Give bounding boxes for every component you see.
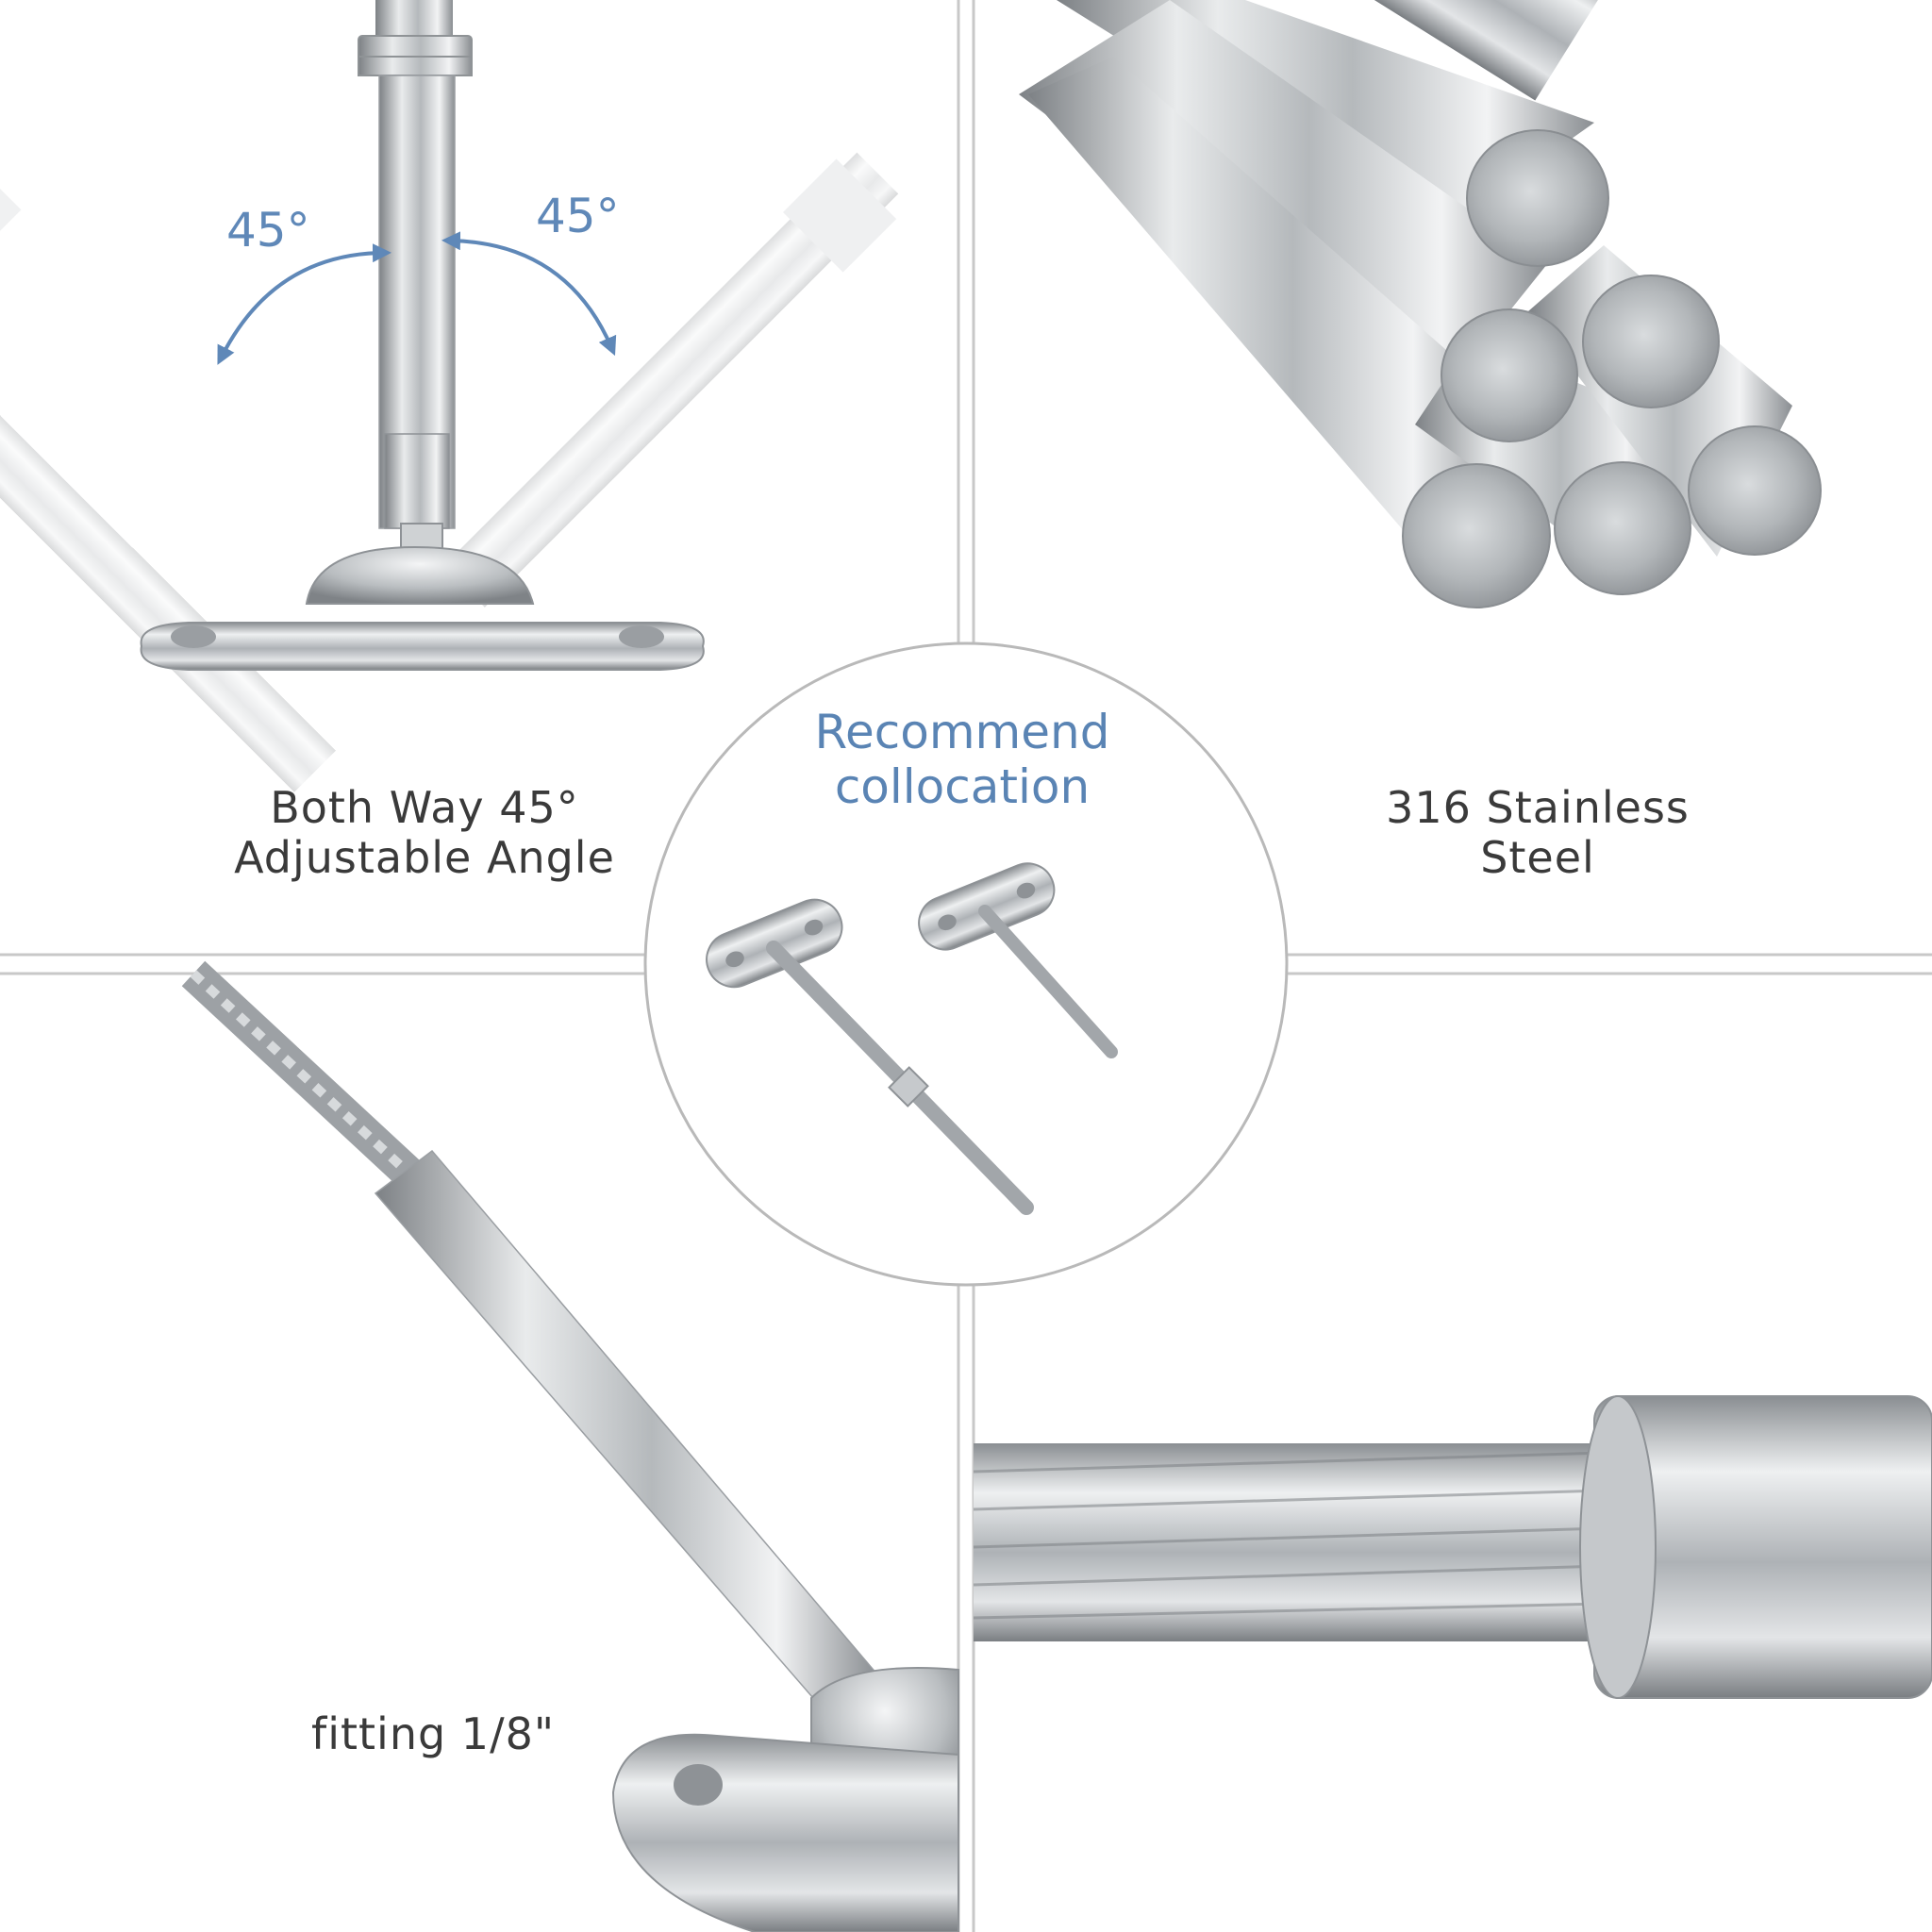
ghost-left-position bbox=[0, 170, 336, 792]
ghost-right-position bbox=[443, 152, 899, 608]
material-line-2: Steel bbox=[1480, 831, 1595, 883]
cable-closeup-photo bbox=[973, 1395, 1932, 1699]
angle-label-left: 45° bbox=[226, 203, 310, 258]
recommend-circle bbox=[643, 641, 1289, 1287]
rod-end bbox=[1688, 425, 1822, 556]
angle-arrow-right-icon bbox=[441, 231, 617, 357]
material-caption: 316 Stainless Steel bbox=[1302, 783, 1774, 883]
angle-arrow-left-icon bbox=[217, 243, 391, 365]
adjustable-line-1: Both Way 45° bbox=[270, 782, 579, 833]
cable-fitting-photo bbox=[181, 960, 959, 1932]
swivel-toggle-photo bbox=[0, 0, 899, 792]
stainless-rod-bundle-photo bbox=[1019, 0, 1822, 608]
fitting-size-caption: fitting 1/8" bbox=[311, 1708, 555, 1759]
recommended-fittings-photo bbox=[706, 862, 1118, 1215]
adjustable-angle-caption: Both Way 45° Adjustable Angle bbox=[151, 783, 698, 883]
recommend-title: Recommend collocation bbox=[745, 705, 1179, 814]
rod-end bbox=[1441, 308, 1578, 442]
adjustable-line-2: Adjustable Angle bbox=[234, 831, 615, 883]
angle-label-right: 45° bbox=[536, 189, 620, 243]
material-line-1: 316 Stainless bbox=[1386, 782, 1690, 833]
rod-end bbox=[1402, 463, 1551, 608]
rod-end bbox=[1554, 461, 1691, 595]
recommend-title-line-1: Recommend bbox=[814, 705, 1110, 759]
rod-end bbox=[1466, 129, 1609, 267]
recommend-title-line-2: collocation bbox=[834, 758, 1091, 814]
rod-end bbox=[1582, 275, 1720, 408]
